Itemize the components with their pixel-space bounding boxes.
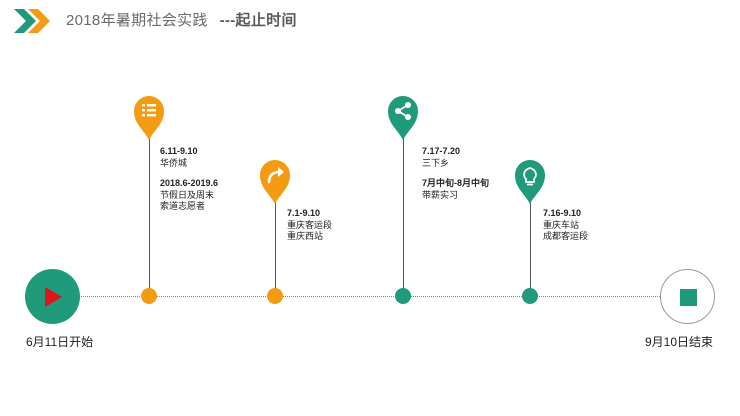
milestone-dot[interactable] (395, 288, 411, 304)
milestone-text: 华侨城 (160, 157, 188, 168)
milestone-text: 索道志愿者 (160, 201, 206, 211)
stop-icon (680, 289, 697, 306)
title-text: 2018年暑期社会实践 (66, 12, 208, 29)
milestone-date: 2018.6-2019.6 (160, 178, 219, 188)
end-button[interactable] (660, 269, 715, 324)
milestone-dot[interactable] (267, 288, 283, 304)
end-label: 9月10日结束 (645, 335, 714, 349)
milestone-text: 带薪实习 (422, 189, 459, 200)
milestone-text: 节假日及周末 (160, 189, 215, 200)
milestone-stem (403, 132, 404, 296)
milestone-pin (513, 158, 547, 204)
milestone-dot[interactable] (141, 288, 157, 304)
milestone-stem (275, 196, 276, 296)
milestone-date: 7.1-9.10 (287, 208, 321, 218)
milestone-pin (132, 94, 166, 140)
milestone-label: 6.11-9.10 华侨城 2018.6-2019.6 节假日及周末 索道志愿者 (160, 146, 218, 213)
subtitle-text: ---起止时间 (219, 12, 297, 29)
milestone-text: 成都客运段 (543, 231, 589, 241)
milestone-date: 7.16-9.10 (543, 208, 582, 218)
play-icon (45, 287, 62, 307)
chevron-right-icon (14, 9, 36, 33)
milestone-text: 三下乡 (422, 157, 450, 168)
chevron-right-icon (28, 9, 50, 33)
milestone-text: 重庆西站 (287, 231, 324, 241)
timeline-line (78, 296, 662, 297)
milestone-label: 7.1-9.10 重庆客运段 重庆西站 (287, 208, 332, 243)
milestone-stem (149, 132, 150, 296)
milestone-label: 7.16-9.10 重庆车站 成都客运段 (543, 208, 588, 243)
milestone-pin (258, 158, 292, 204)
milestone-date: 7月中旬-8月中旬 (422, 178, 490, 188)
milestone-dot[interactable] (522, 288, 538, 304)
lightbulb-icon (523, 167, 537, 186)
milestone-pin (386, 94, 420, 140)
milestone-label: 7.17-7.20 三下乡 7月中旬-8月中旬 带薪实习 (422, 146, 489, 201)
milestone-date: 7.17-7.20 (422, 146, 461, 156)
share-icon (395, 102, 411, 120)
page-title: 2018年暑期社会实践 ---起止时间 (66, 9, 297, 30)
milestone-text: 重庆客运段 (287, 219, 333, 230)
start-button[interactable] (25, 269, 80, 324)
list-icon (142, 104, 156, 117)
milestone-text: 重庆车站 (543, 219, 580, 230)
start-label: 6月11日开始 (26, 335, 94, 349)
milestone-date: 6.11-9.10 (160, 146, 198, 156)
milestone-stem (530, 196, 531, 296)
